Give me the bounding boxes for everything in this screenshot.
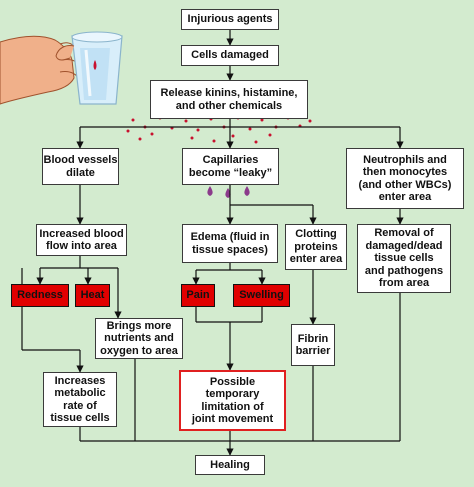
node-healing: Healing [195,455,265,475]
sign-heat: Heat [75,284,110,307]
node-removal-of-tissue: Removal of damaged/dead tissue cells and… [357,224,451,293]
hand-holding-cup-icon [0,31,123,105]
node-joint-movement-limitation: Possible temporary limitation of joint m… [179,370,286,431]
node-brings-nutrients: Brings more nutrients and oxygen to area [95,318,183,359]
node-neutrophils-enter: Neutrophils and then monocytes (and othe… [346,148,464,209]
node-increases-metabolic-rate: Increases metabolic rate of tissue cells [43,372,117,427]
sign-swelling: Swelling [233,284,290,307]
node-blood-vessels-dilate: Blood vessels dilate [42,148,119,185]
node-fibrin-barrier: Fibrin barrier [291,324,335,366]
sign-redness: Redness [11,284,69,307]
node-release-chemicals: Release kinins, histamine, and other che… [150,80,308,119]
fluid-drops [207,186,250,198]
node-injurious-agents: Injurious agents [181,9,279,30]
node-capillaries-leaky: Capillaries become “leaky” [182,148,279,185]
node-clotting-proteins: Clotting proteins enter area [285,224,347,270]
node-edema: Edema (fluid in tissue spaces) [182,224,278,263]
node-increased-blood-flow: Increased blood flow into area [36,224,127,256]
node-cells-damaged: Cells damaged [181,45,279,66]
sign-pain: Pain [181,284,215,307]
